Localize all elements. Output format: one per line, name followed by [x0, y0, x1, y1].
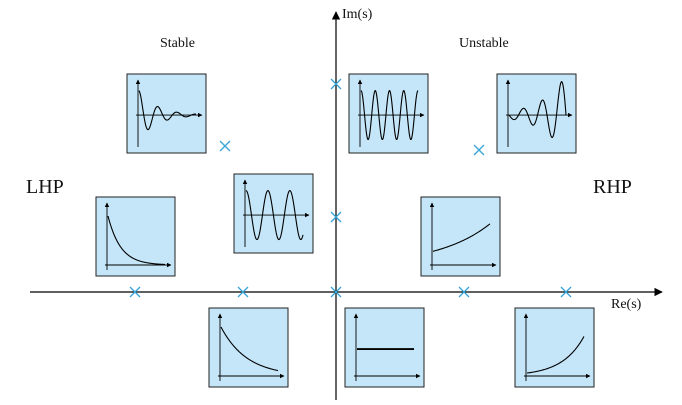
response-curve — [245, 189, 304, 241]
response-inset — [126, 73, 207, 154]
response-inset — [496, 73, 577, 154]
response-inset — [420, 196, 501, 277]
unstable-label: Unstable — [459, 36, 509, 51]
lhp-label: LHP — [26, 176, 64, 198]
response-curve — [107, 215, 166, 266]
response-curve — [138, 90, 197, 131]
rhp-label: RHP — [593, 176, 632, 198]
response-curve — [432, 223, 491, 252]
response-curve — [220, 326, 279, 372]
response-curve — [508, 81, 567, 139]
response-inset — [208, 307, 289, 388]
stable-label: Stable — [160, 36, 195, 51]
pole-marker — [129, 286, 141, 298]
response-inset — [514, 307, 595, 388]
pole-marker — [330, 286, 342, 298]
response-inset — [233, 173, 314, 254]
pole-marker — [458, 286, 470, 298]
response-curve — [360, 89, 419, 141]
pole-marker — [560, 286, 572, 298]
pole-marker — [219, 140, 231, 152]
response-curve — [526, 336, 585, 374]
real-axis-label: Re(s) — [611, 297, 642, 312]
pole-marker — [237, 286, 249, 298]
response-inset — [344, 307, 425, 388]
response-inset — [95, 196, 176, 277]
response-inset — [348, 73, 429, 154]
imaginary-axis-label: Im(s) — [342, 7, 373, 22]
pole-marker — [330, 78, 342, 90]
pole-marker — [330, 211, 342, 223]
pole-marker — [473, 144, 485, 156]
